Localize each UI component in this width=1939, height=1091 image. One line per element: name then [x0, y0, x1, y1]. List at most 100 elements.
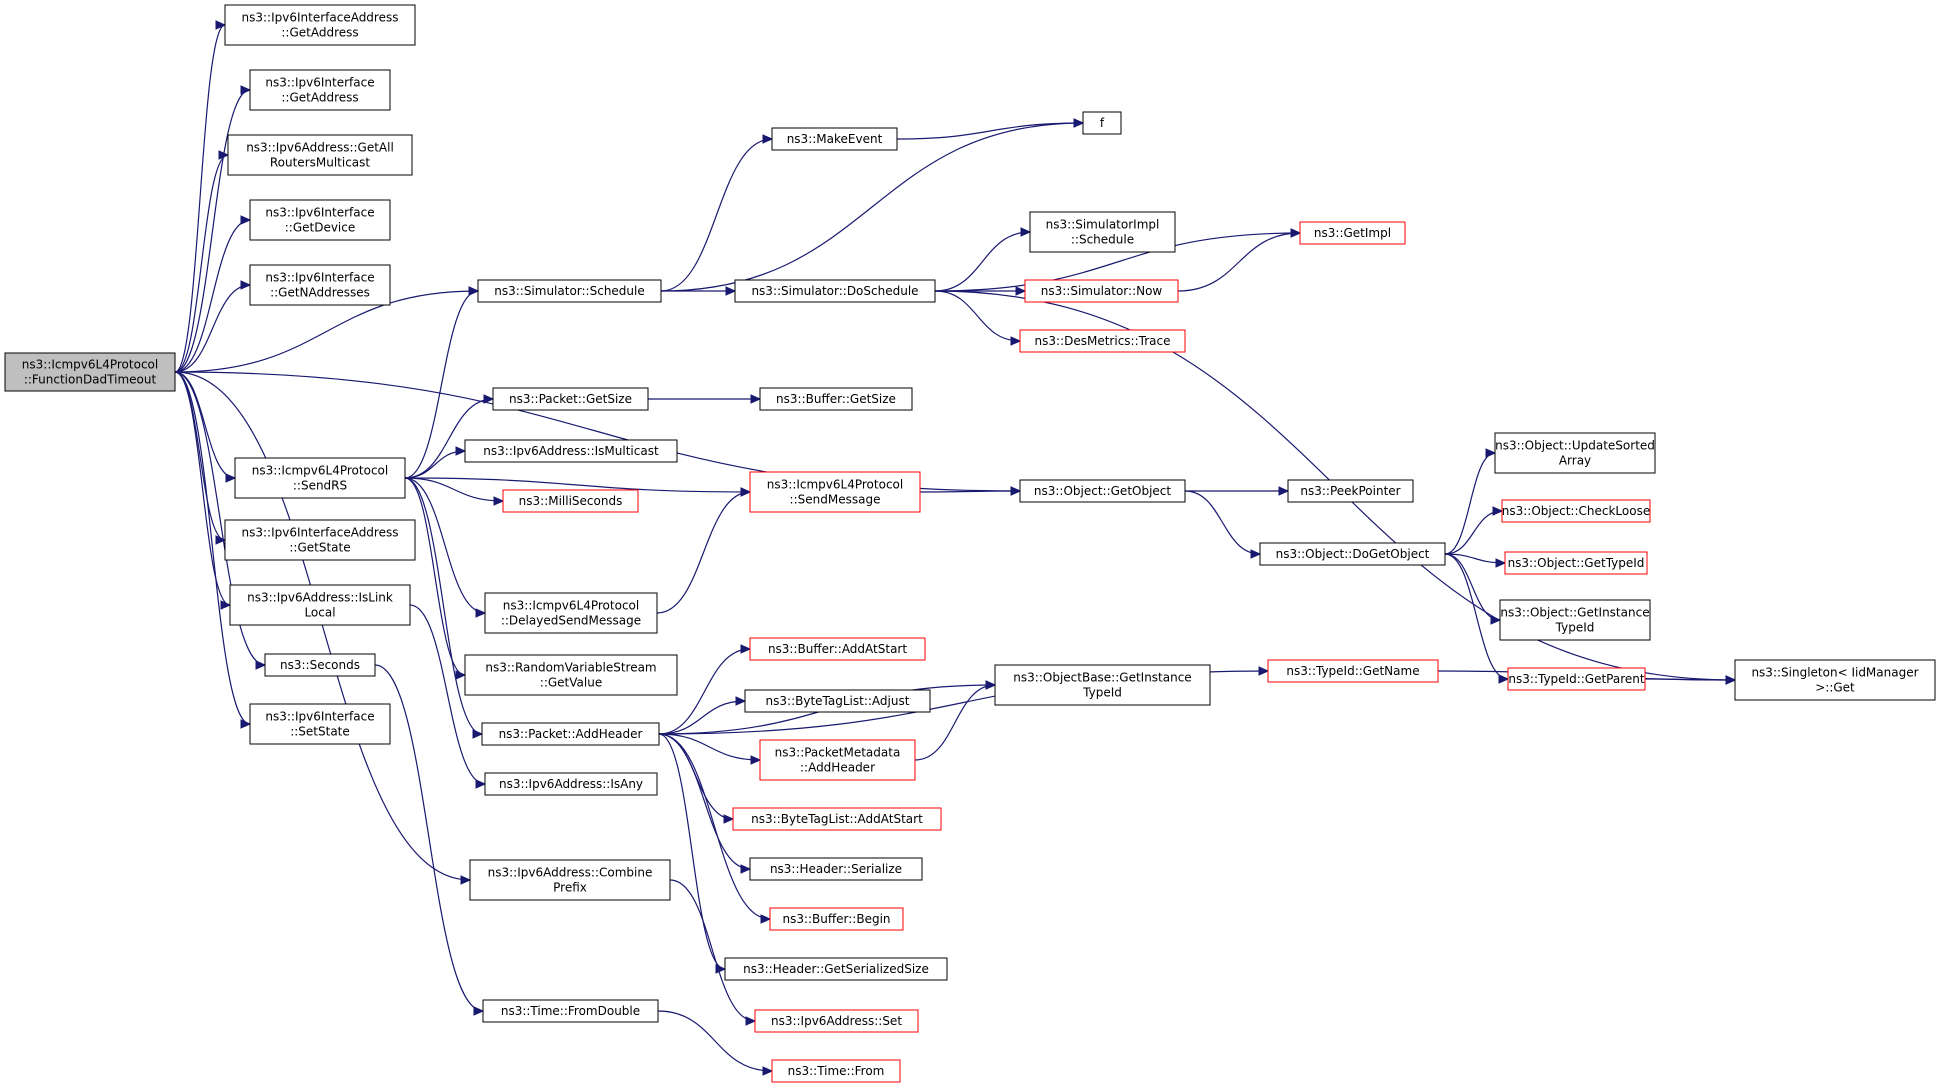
node-label: ::GetAddress — [281, 91, 358, 105]
edge-dogetobject-to-checkloose — [1444, 506, 1504, 555]
node-seconds[interactable]: ns3::Seconds — [264, 653, 376, 677]
node-label: ns3::Object::GetObject — [1034, 484, 1172, 498]
edge-root-to-getallrouters — [174, 150, 230, 373]
node-rvs_getvalue[interactable]: ns3::RandomVariableStream::GetValue — [464, 654, 678, 696]
node-label: ns3::Icmpv6L4Protocol — [252, 464, 388, 478]
node-iface_setstate[interactable]: ns3::Ipv6Interface::SetState — [249, 703, 391, 745]
node-pktmeta_addheader[interactable]: ns3::PacketMetadata::AddHeader — [759, 739, 916, 781]
node-label: ns3::Ipv6Interface — [265, 271, 374, 285]
node-simimpl_schedule[interactable]: ns3::SimulatorImpl::Schedule — [1029, 211, 1176, 253]
node-typeid_getparent[interactable]: ns3::TypeId::GetParent — [1507, 667, 1646, 691]
node-label: ns3::Ipv6Interface — [265, 76, 374, 90]
node-buffer_getsize[interactable]: ns3::Buffer::GetSize — [759, 387, 913, 411]
edge-root-to-seconds — [174, 371, 267, 670]
node-buffer_begin[interactable]: ns3::Buffer::Begin — [769, 907, 904, 931]
node-label: ::AddHeader — [800, 761, 875, 775]
edge-sendmessage-to-getobject — [919, 486, 1022, 496]
node-buffer_addatstart[interactable]: ns3::Buffer::AddAtStart — [749, 637, 926, 661]
node-desmetrics[interactable]: ns3::DesMetrics::Trace — [1019, 329, 1186, 353]
node-packet_getsize[interactable]: ns3::Packet::GetSize — [492, 387, 649, 411]
edge-fromdouble-to-time_from — [657, 1010, 774, 1076]
node-label: ns3::MakeEvent — [787, 132, 883, 146]
node-makeevent[interactable]: ns3::MakeEvent — [771, 127, 898, 151]
node-label: TypeId — [1555, 621, 1595, 635]
node-label: ns3::PeekPointer — [1300, 484, 1400, 498]
node-label: ns3::Icmpv6L4Protocol — [767, 478, 903, 492]
node-iface_getdevice[interactable]: ns3::Ipv6Interface::GetDevice — [249, 199, 391, 241]
node-label: ns3::Simulator::Schedule — [494, 284, 645, 298]
node-getimpl[interactable]: ns3::GetImpl — [1299, 221, 1406, 245]
node-sendrs[interactable]: ns3::Icmpv6L4Protocol::SendRS — [234, 457, 406, 499]
node-label: ns3::Ipv6InterfaceAddress — [242, 526, 399, 540]
node-iface_getnaddresses[interactable]: ns3::Ipv6Interface::GetNAddresses — [249, 264, 391, 306]
node-label: ns3::Time::FromDouble — [501, 1004, 640, 1018]
edge-sendrs-to-delayedsend — [404, 477, 487, 618]
edge-doschedule-to-desmetrics — [934, 290, 1022, 346]
node-delayedsend[interactable]: ns3::Icmpv6L4Protocol::DelayedSendMessag… — [484, 592, 658, 634]
node-isany[interactable]: ns3::Ipv6Address::IsAny — [484, 772, 658, 796]
node-label: ns3::Icmpv6L4Protocol — [22, 358, 158, 372]
node-bytetag_adjust[interactable]: ns3::ByteTagList::Adjust — [744, 689, 931, 713]
edge-sendrs-to-rvs_getvalue — [404, 477, 467, 680]
node-addheader[interactable]: ns3::Packet::AddHeader — [481, 722, 660, 746]
node-milliseconds[interactable]: ns3::MilliSeconds — [502, 489, 639, 513]
node-getobject[interactable]: ns3::Object::GetObject — [1019, 479, 1186, 503]
node-checkloose[interactable]: ns3::Object::CheckLoose — [1501, 499, 1651, 523]
node-label: ns3::Ipv6Address::Set — [771, 1014, 902, 1028]
node-sendmessage[interactable]: ns3::Icmpv6L4Protocol::SendMessage — [749, 471, 921, 513]
node-dogetobject[interactable]: ns3::Object::DoGetObject — [1259, 542, 1446, 566]
node-ifaddr_getstate[interactable]: ns3::Ipv6InterfaceAddress::GetState — [224, 519, 416, 561]
edge-sendrs-to-addheader — [404, 477, 484, 739]
node-label: ns3::Ipv6Interface — [265, 710, 374, 724]
node-bytetag_addatstart[interactable]: ns3::ByteTagList::AddAtStart — [732, 807, 942, 831]
node-label: ns3::Object::GetInstance — [1500, 606, 1649, 620]
node-ifaddr_getaddress[interactable]: ns3::Ipv6InterfaceAddress::GetAddress — [224, 4, 416, 46]
edge-sendrs-to-sim_schedule — [404, 286, 480, 479]
node-iface_getaddress[interactable]: ns3::Ipv6Interface::GetAddress — [249, 69, 391, 111]
node-label: ns3::Buffer::GetSize — [776, 392, 896, 406]
edge-addheader-to-bytetag_adjust — [658, 696, 747, 735]
edge-doschedule-to-simimpl_schedule — [934, 227, 1032, 292]
node-doschedule[interactable]: ns3::Simulator::DoSchedule — [734, 279, 936, 303]
node-label: ns3::Object::CheckLoose — [1502, 504, 1650, 518]
node-gettypeid[interactable]: ns3::Object::GetTypeId — [1504, 551, 1648, 575]
node-label: ns3::Object::UpdateSorted — [1495, 439, 1655, 453]
node-ipv6addr_set[interactable]: ns3::Ipv6Address::Set — [754, 1009, 919, 1033]
node-f[interactable]: f — [1082, 111, 1122, 135]
edge-addheader-to-pktmeta_addheader — [658, 733, 762, 765]
node-typeid_getname[interactable]: ns3::TypeId::GetName — [1267, 659, 1439, 683]
node-header_getsersize[interactable]: ns3::Header::GetSerializedSize — [724, 957, 948, 981]
edge-addheader-to-header_getsersize — [658, 733, 727, 974]
edge-root-to-iface_setstate — [174, 371, 252, 729]
edge-addheader-to-buffer_addatstart — [658, 644, 752, 735]
node-label: ::GetValue — [540, 676, 602, 690]
node-label: ns3::Header::Serialize — [770, 862, 902, 876]
edge-delayedsend-to-sendmessage — [656, 487, 752, 614]
node-sim_schedule[interactable]: ns3::Simulator::Schedule — [477, 279, 662, 303]
edge-root-to-iface_getdevice — [174, 215, 252, 373]
node-label: Array — [1559, 454, 1591, 468]
edge-combineprefix-to-ipv6addr_set — [669, 879, 757, 1026]
node-label: ::SendMessage — [790, 493, 881, 507]
edge-packet_getsize-to-buffer_getsize — [647, 394, 762, 404]
edge-root-to-islinklocal — [174, 371, 232, 610]
node-label: ::SetState — [290, 725, 350, 739]
node-fromdouble[interactable]: ns3::Time::FromDouble — [482, 999, 659, 1023]
node-singleton_get[interactable]: ns3::Singleton< IidManager >::Get — [1734, 659, 1936, 701]
edge-addheader-to-header_serialize — [658, 733, 752, 874]
node-ismulticast[interactable]: ns3::Ipv6Address::IsMulticast — [464, 439, 678, 463]
node-sim_now[interactable]: ns3::Simulator::Now — [1024, 279, 1179, 303]
node-peekpointer[interactable]: ns3::PeekPointer — [1287, 479, 1414, 503]
node-header_serialize[interactable]: ns3::Header::Serialize — [749, 857, 923, 881]
node-label: ns3::Object::GetTypeId — [1508, 556, 1645, 570]
edge-root-to-ifaddr_getaddress — [174, 20, 227, 373]
node-label: ns3::ObjectBase::GetInstance — [1013, 671, 1191, 685]
node-label: ns3::Simulator::DoSchedule — [751, 284, 918, 298]
node-time_from[interactable]: ns3::Time::From — [771, 1059, 901, 1083]
